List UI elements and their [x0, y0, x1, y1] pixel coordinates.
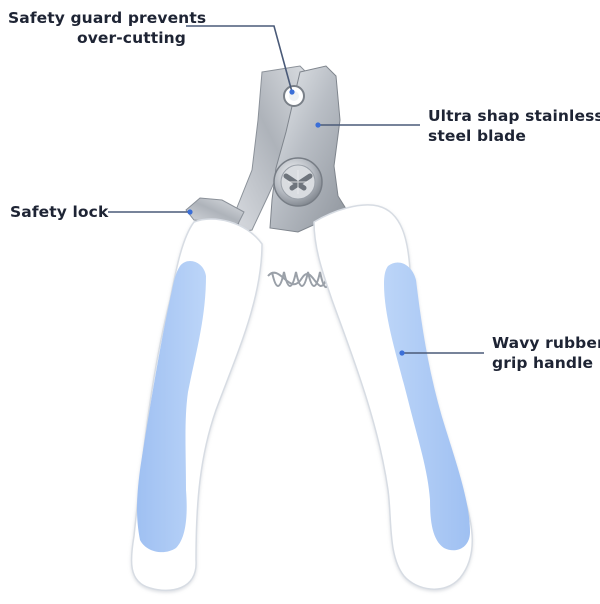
callout-safety-lock-line1: Safety lock	[10, 203, 109, 221]
callout-dot-grip	[399, 350, 405, 356]
left-grip	[137, 261, 206, 553]
callout-dot-guard	[289, 89, 295, 95]
callout-safety-guard-line1: Safety guard prevents	[8, 9, 207, 27]
callout-grip-line2: grip handle	[492, 354, 594, 372]
left-handle	[130, 218, 263, 592]
pivot-screw	[273, 157, 323, 207]
callout-grip-line1: Wavy rubber	[492, 334, 600, 352]
callout-blade-line1: Ultra shap stainless	[428, 107, 600, 125]
callout-blade: Ultra shap stainless steel blade	[428, 106, 600, 146]
right-grip	[384, 262, 470, 551]
spring	[267, 271, 331, 288]
right-handle	[313, 204, 473, 590]
callout-dot-blade	[315, 122, 321, 128]
callout-blade-line2: steel blade	[428, 127, 526, 145]
callout-dot-lock	[187, 209, 193, 215]
callout-line-guard	[186, 25, 293, 93]
callout-safety-guard-line2: over-cutting	[76, 29, 186, 47]
callout-safety-guard: Safety guard prevents over-cutting	[8, 8, 207, 48]
callout-lines	[108, 25, 484, 356]
callout-grip: Wavy rubber grip handle	[492, 333, 600, 373]
callout-safety-lock: Safety lock	[10, 202, 110, 222]
